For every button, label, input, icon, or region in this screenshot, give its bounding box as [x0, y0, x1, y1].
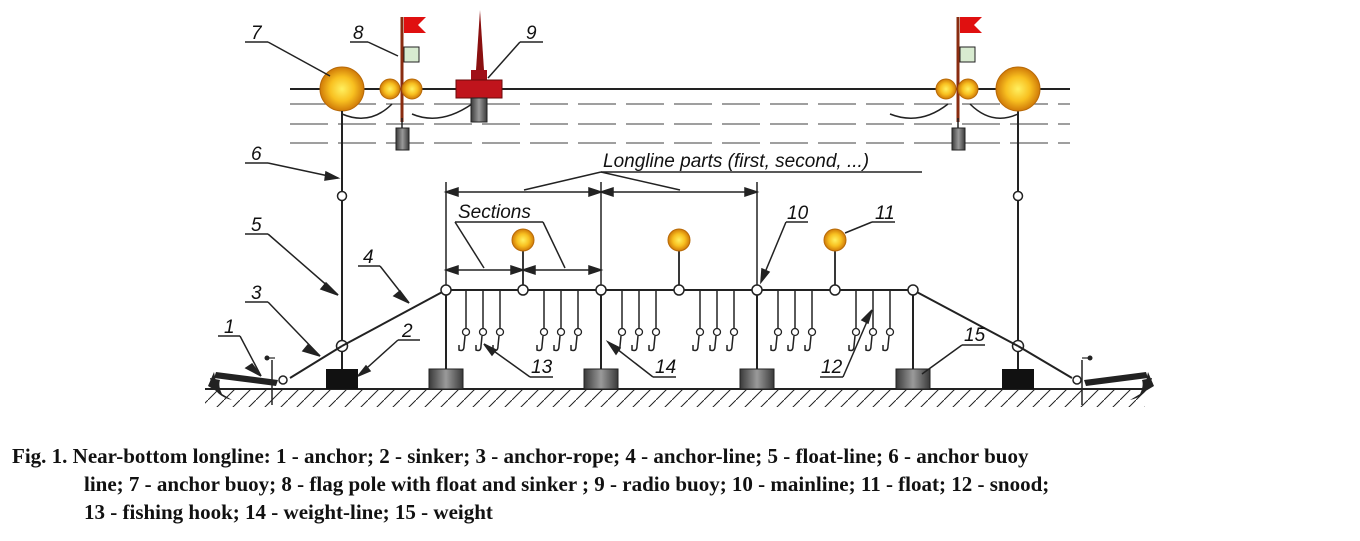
- hook-eye: [695, 327, 705, 337]
- hook-eye: [634, 327, 644, 337]
- hook-eye: [539, 327, 549, 337]
- sections-dimensions: [443, 221, 604, 276]
- label-9: 9: [526, 23, 537, 44]
- figure-caption: Fig. 1. Near-bottom longline: 1 - anchor…: [12, 442, 1342, 526]
- mainline-floats: [511, 228, 847, 285]
- fishing-hook-icon: [865, 335, 873, 352]
- label-15: 15: [964, 325, 986, 346]
- flag-pole-left: [341, 17, 473, 151]
- label-1: 1: [224, 317, 235, 338]
- fishing-hook-icon: [475, 335, 483, 352]
- radio-buoy: [455, 10, 503, 123]
- fishing-hook-icon: [770, 335, 778, 352]
- anchor-right-icon: [1072, 355, 1154, 405]
- label-10: 10: [787, 203, 809, 224]
- right-anchor-assembly: [889, 17, 1154, 405]
- sections-label: Sections: [458, 202, 531, 223]
- caption-line-1-text: Near-bottom longline: 1 - anchor; 2 - si…: [72, 444, 1029, 468]
- label-11: 11: [875, 203, 895, 224]
- fishing-hook-icon: [553, 335, 561, 352]
- fishing-hook-icon: [631, 335, 639, 352]
- fishing-hook-icon: [536, 335, 544, 352]
- hook-eye: [851, 327, 861, 337]
- fishing-hook-icon: [787, 335, 795, 352]
- fishing-hook-icon: [570, 335, 578, 352]
- fishing-hook-icon: [848, 335, 856, 352]
- label-6: 6: [251, 144, 262, 165]
- hook-eye: [729, 327, 739, 337]
- hook-eye: [573, 327, 583, 337]
- label-14: 14: [655, 357, 676, 378]
- label-5: 5: [251, 215, 262, 236]
- sinker-left: [326, 369, 358, 389]
- fishing-hook-icon: [458, 335, 466, 352]
- label-2: 2: [401, 321, 413, 342]
- hook-eye: [617, 327, 627, 337]
- longline-parts-label: Longline parts (first, second, ...): [603, 151, 869, 172]
- fishing-hook-icon: [882, 335, 890, 352]
- anchor-left-icon: [208, 355, 288, 405]
- hook-eye: [651, 327, 661, 337]
- hook-eye: [885, 327, 895, 337]
- longline-parts-dimensions: [443, 171, 922, 285]
- hook-eye: [495, 327, 505, 337]
- label-12: 12: [821, 357, 843, 378]
- hook-eye: [461, 327, 471, 337]
- hook-eye: [478, 327, 488, 337]
- hook-eye: [807, 327, 817, 337]
- label-8: 8: [353, 23, 364, 44]
- caption-line-3: 13 - fishing hook; 14 - weight-line; 15 …: [84, 500, 493, 524]
- caption-line-2: line; 7 - anchor buoy; 8 - flag pole wit…: [84, 472, 1050, 496]
- hook-eye: [556, 327, 566, 337]
- fishing-hook-icon: [726, 335, 734, 352]
- caption-line-1: Fig. 1. Near-bottom longline: 1 - anchor…: [12, 442, 1342, 470]
- left-anchor-assembly: [208, 17, 473, 405]
- sinker-right: [1002, 369, 1034, 389]
- snoods-and-hooks: [458, 290, 895, 352]
- weights: [428, 295, 931, 390]
- caption-fig-number: Fig. 1.: [12, 444, 68, 468]
- anchor-buoy-right: [995, 66, 1041, 112]
- sea-bottom: [205, 388, 1145, 407]
- hook-eye: [773, 327, 783, 337]
- mainline-rings: [440, 284, 919, 296]
- hook-eye: [712, 327, 722, 337]
- flag-pole-right: [889, 17, 1019, 151]
- label-7: 7: [251, 23, 263, 44]
- number-leaders: [218, 41, 985, 378]
- fishing-hook-icon: [709, 335, 717, 352]
- longline-diagram: Longline parts (first, second, ...) Sect…: [205, 10, 1154, 407]
- fishing-hook-icon: [648, 335, 656, 352]
- hook-eye: [868, 327, 878, 337]
- label-13: 13: [531, 357, 553, 378]
- fishing-hook-icon: [692, 335, 700, 352]
- hook-eye: [790, 327, 800, 337]
- label-4: 4: [363, 247, 374, 268]
- fishing-hook-icon: [804, 335, 812, 352]
- label-3: 3: [251, 283, 262, 304]
